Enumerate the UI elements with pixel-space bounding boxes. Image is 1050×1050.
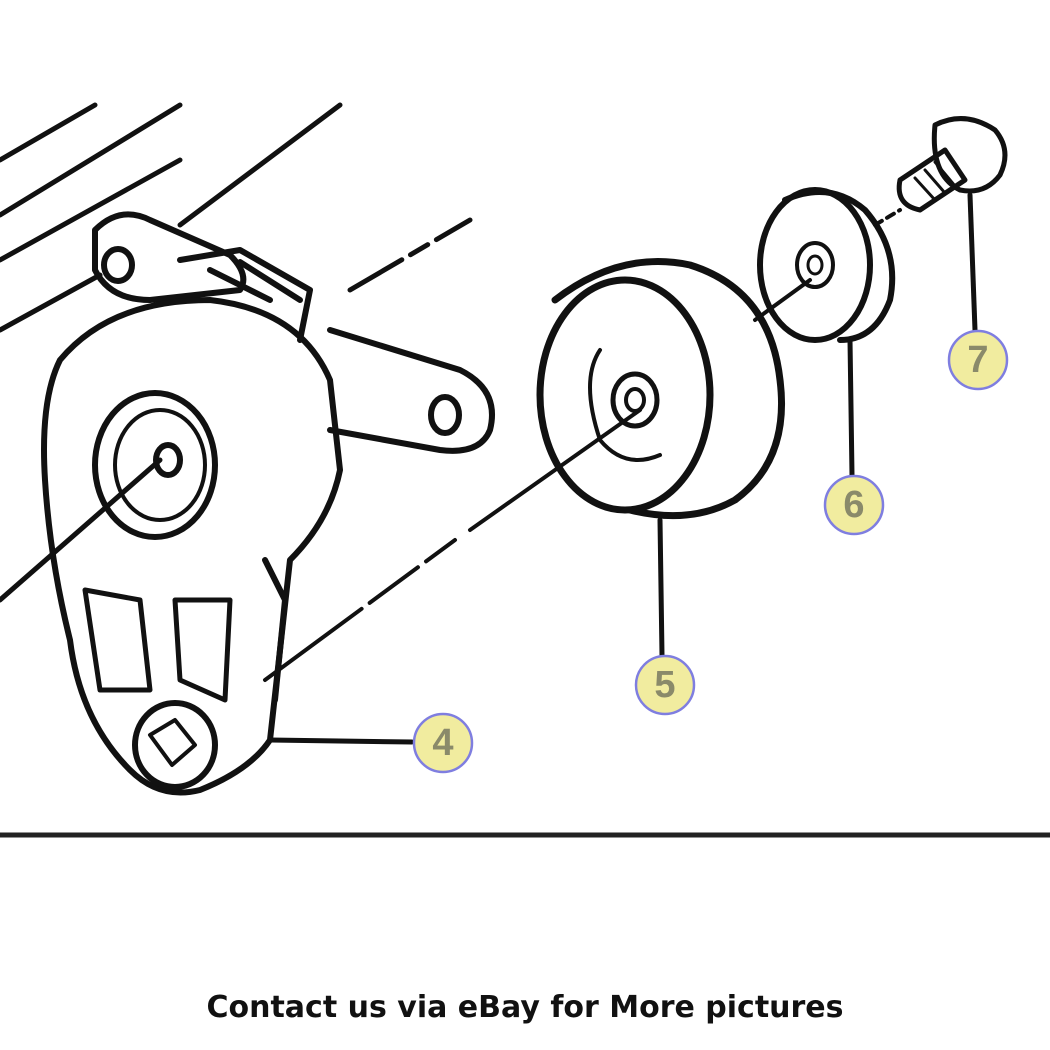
washer (757, 187, 896, 343)
leader-line-6 (847, 337, 855, 478)
callout-4: 4 (412, 712, 474, 774)
leader-line-4 (267, 737, 415, 745)
callout-6-label: 6 (843, 484, 864, 526)
idler-pulley (536, 258, 786, 520)
callout-7: 7 (947, 329, 1009, 391)
callout-5-label: 5 (654, 664, 675, 706)
callout-5: 5 (634, 654, 696, 716)
callout-6: 6 (823, 474, 885, 536)
tensioner-body (41, 211, 495, 796)
engine-background-lines (0, 102, 473, 603)
leader-line-7 (967, 192, 978, 333)
callout-7-circle (947, 329, 1009, 391)
callout-5-circle (634, 654, 696, 716)
leader-lines (267, 192, 978, 745)
callout-6-circle (823, 474, 885, 536)
bolt (896, 116, 1008, 213)
assembly-axis-line (263, 208, 902, 682)
contact-caption: Contact us via eBay for More pictures (206, 990, 844, 1025)
callout-4-label: 4 (432, 722, 453, 764)
leader-line-5 (657, 517, 665, 658)
callout-7-label: 7 (967, 339, 988, 381)
callout-4-circle (412, 712, 474, 774)
